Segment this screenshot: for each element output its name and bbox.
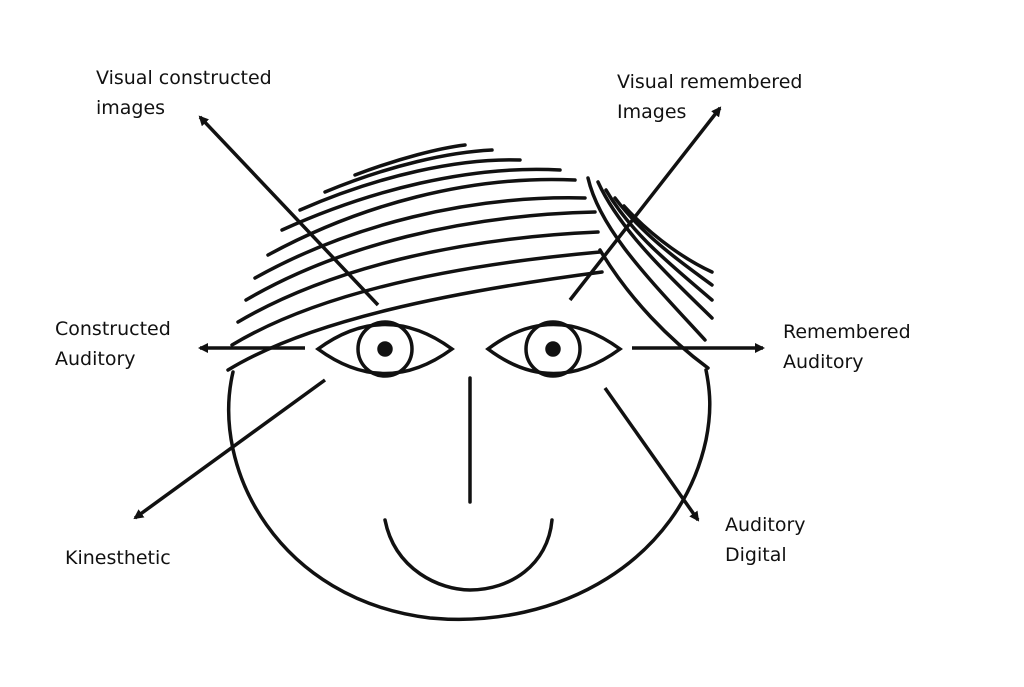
label-visual-constructed: Visual constructed images xyxy=(96,67,272,119)
label-kinesthetic: Kinesthetic xyxy=(65,547,171,569)
arrow-kinesthetic xyxy=(133,378,327,520)
arrow-visual-constructed xyxy=(198,115,380,307)
left-eye xyxy=(315,320,455,378)
label-auditory-digital: Auditory Digital xyxy=(725,514,806,566)
right-eye xyxy=(485,320,623,378)
arrows xyxy=(133,106,765,522)
label-visual-remembered: Visual remembered Images xyxy=(617,71,803,123)
face xyxy=(226,143,714,621)
label-remembered-auditory: Remembered Auditory xyxy=(783,321,911,373)
label-constructed-auditory: Constructed Auditory xyxy=(55,318,171,370)
arrow-auditory-digital xyxy=(603,386,700,522)
arrow-visual-remembered xyxy=(568,106,722,302)
hair xyxy=(226,143,714,372)
head-outline xyxy=(227,368,712,621)
mouth xyxy=(383,518,554,592)
